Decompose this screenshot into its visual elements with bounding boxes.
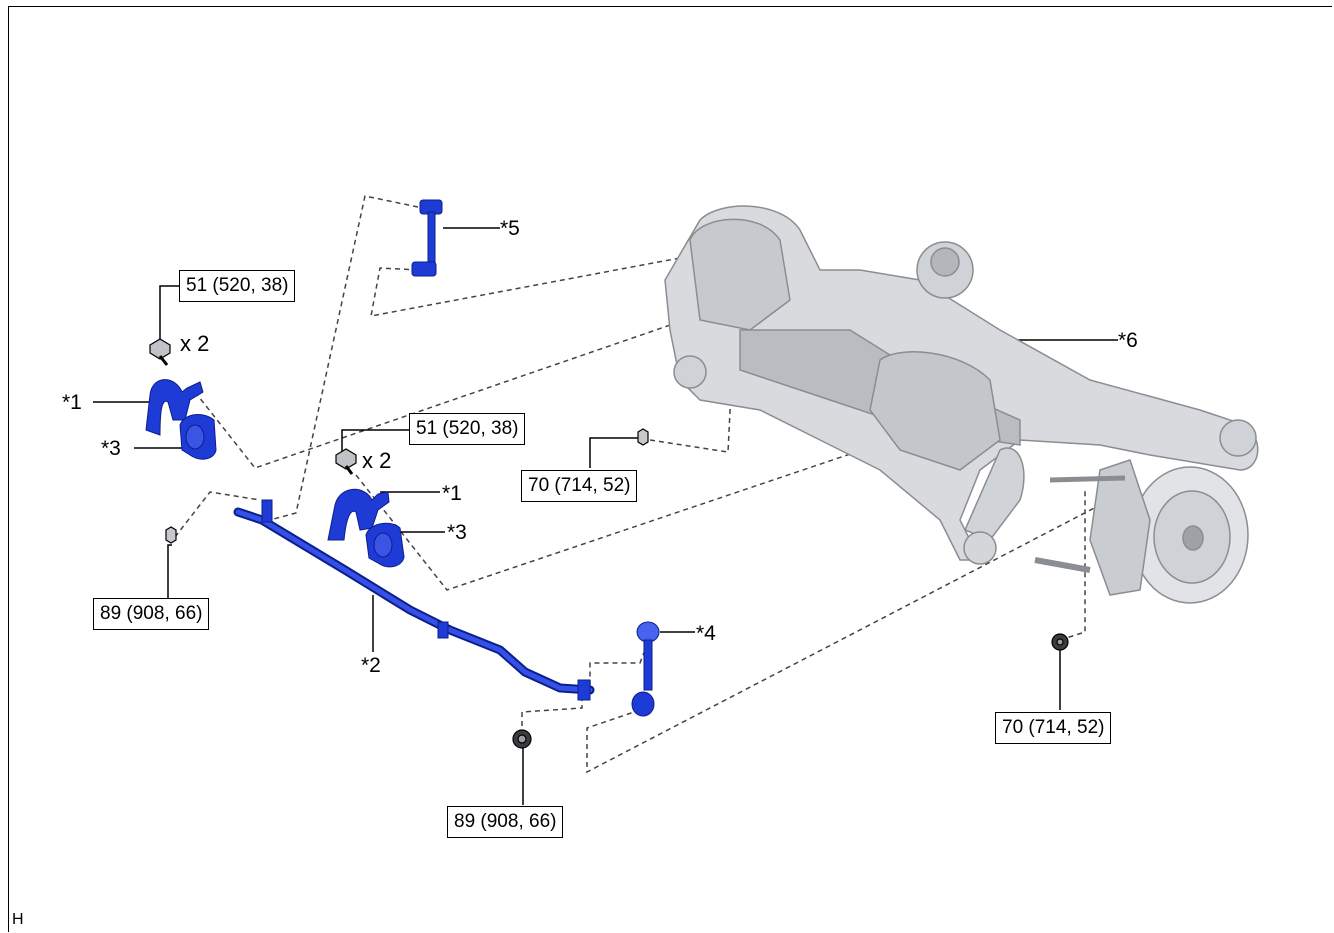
torque-link-nut-lower: 89 (908, 66) [447,806,564,838]
connector-bracket-right [355,389,1041,591]
callout-lower-link: *4 [696,622,716,645]
torque-bracket-bolt-right: 51 (520, 38) [409,413,526,445]
link-nut-left [165,526,177,544]
callout-bushing-left: *3 [101,437,121,460]
callout-bracket-right: *1 [442,482,462,505]
stabilizer-link-lower [631,621,660,717]
diagram-frame [8,6,1332,932]
connector-member-bolt-lower [1059,490,1086,641]
connector-link-to-hub [586,491,1126,774]
stabilizer-bracket-left [145,379,204,436]
suspension-member-assembly [664,205,1259,604]
callout-suspension-member: *6 [1118,329,1138,352]
callout-bushing-right: *3 [447,521,467,544]
stabilizer-bar [233,499,595,701]
link-nut-lower [512,729,532,749]
connector-nut-lower [521,690,583,735]
torque-link-nut-left: 89 (908, 66) [93,598,210,630]
bracket-bolt-right [335,448,357,475]
stabilizer-bracket-right [327,488,390,541]
bracket-bolt-left [149,338,171,366]
connector-link-to-bar [269,195,419,521]
callout-stabilizer-bar: *2 [361,654,381,677]
torque-member-bolt-lower: 70 (714, 52) [995,712,1112,744]
stabilizer-bushing-left [179,414,217,460]
callout-upper-link: *5 [500,217,520,240]
qty-bracket-bolt-right: x 2 [362,448,392,473]
stabilizer-link-upper [411,199,443,277]
callout-bracket-left: *1 [62,391,82,414]
member-bolt-lower [1051,633,1069,651]
connector-link-lower [589,641,649,690]
corner-symbol: H [12,911,24,928]
qty-bracket-bolt-left: x 2 [180,331,210,356]
torque-member-bolt-upper: 70 (714, 52) [521,470,638,502]
connector-nut-left [174,491,261,538]
stabilizer-bushing-right [365,522,405,568]
torque-bracket-bolt-left: 51 (520, 38) [179,270,296,302]
member-bolt-upper [637,428,649,446]
